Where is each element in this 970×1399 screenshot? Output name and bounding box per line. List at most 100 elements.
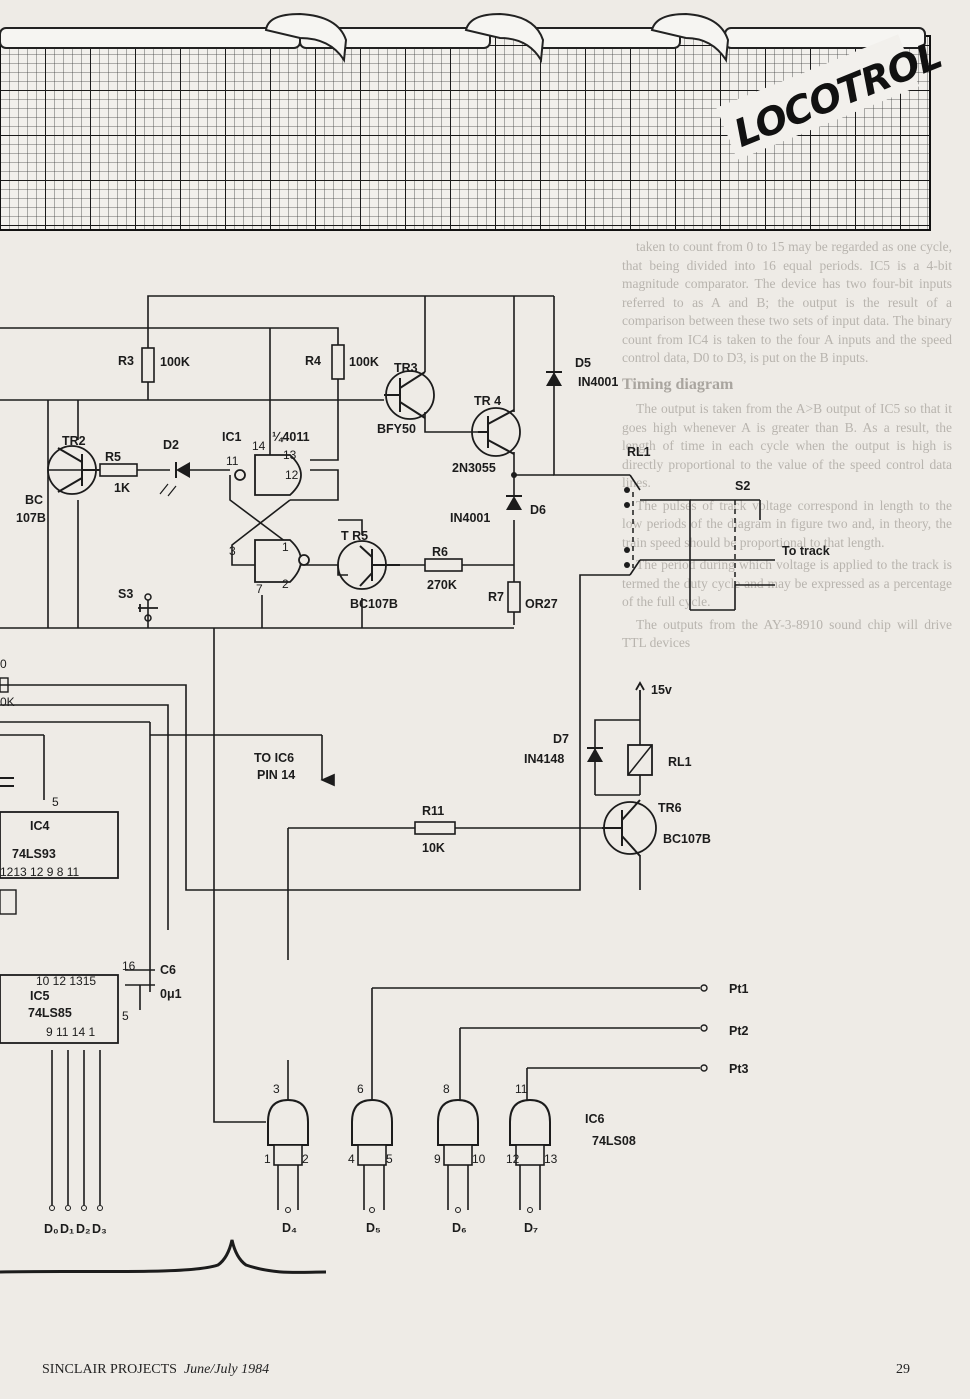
resistor-r7: R7 OR27 — [488, 581, 558, 613]
relay-contacts-rl1: RL1 — [624, 445, 651, 568]
svg-text:Pt2: Pt2 — [729, 1024, 749, 1038]
footer-issue: June/July 1984 — [183, 1362, 270, 1377]
gate-output-pin: 8 — [443, 1082, 450, 1096]
gate-output-pin: 11 — [515, 1082, 528, 1096]
gate-input-pin: 4 — [348, 1152, 355, 1166]
resistor-r4: R4 100K — [305, 344, 379, 380]
resistor-r6: R6 270K — [424, 545, 463, 592]
svg-text:T R5: T R5 — [341, 529, 368, 543]
diode-d5: D5 IN4001 — [546, 356, 618, 389]
transistor-tr4: TR 4 2N3055 — [452, 394, 521, 475]
transistor-tr3: TR3 BFY50 — [377, 361, 435, 436]
svg-text:0μ1: 0μ1 — [160, 987, 182, 1001]
capacitor-c6: C6 0μ1 — [160, 963, 182, 1001]
data-line-terminal — [81, 1205, 87, 1211]
svg-text:R7: R7 — [488, 590, 504, 604]
svg-text:PIN 14: PIN 14 — [257, 768, 295, 782]
svg-text:IN4001: IN4001 — [578, 375, 618, 389]
svg-text:D2: D2 — [163, 438, 179, 452]
svg-text:IN4001: IN4001 — [450, 511, 490, 525]
svg-text:0: 0 — [0, 657, 7, 671]
resistor-r3: R3 100K — [118, 347, 190, 383]
ic4-74ls93: 5 IC4 74LS93 1213 12 9 8 11 — [0, 795, 119, 879]
svg-text:15v: 15v — [651, 683, 672, 697]
svg-text:10K: 10K — [422, 841, 445, 855]
svg-text:D5: D5 — [575, 356, 591, 370]
transistor-tr6: TR6 BC107B — [602, 799, 711, 857]
svg-text:10 12 1315: 10 12 1315 — [36, 974, 96, 988]
ic5-74ls85: 10 12 1315 16 5 IC5 74LS85 9 11 14 1 — [0, 959, 136, 1044]
svg-text:S2: S2 — [735, 479, 750, 493]
and-gate-body — [267, 1098, 309, 1146]
svg-text:¼4011: ¼4011 — [272, 430, 310, 444]
diode-d7: D7 IN4148 — [524, 732, 603, 766]
svg-text:IC5: IC5 — [30, 989, 50, 1003]
svg-text:Pt1: Pt1 — [729, 982, 749, 996]
svg-text:13: 13 — [283, 448, 297, 462]
data-line-label: D₁ — [60, 1222, 74, 1236]
svg-text:107B: 107B — [16, 511, 46, 525]
diode-d6: D6 IN4001 — [450, 472, 546, 525]
article-heading: Timing diagram — [622, 375, 734, 393]
data-line-label: D₃ — [92, 1222, 107, 1236]
svg-text:TO IC6: TO IC6 — [254, 751, 294, 765]
svg-text:OR27: OR27 — [525, 597, 558, 611]
ic6-labels: IC6 74LS08 — [585, 1112, 636, 1148]
article-paragraph: taken to count from 0 to 15 may be regar… — [622, 239, 952, 365]
svg-text:Pt3: Pt3 — [729, 1062, 749, 1076]
gate-data-label: D₆ — [452, 1221, 467, 1235]
svg-text:74LS85: 74LS85 — [28, 1006, 72, 1020]
svg-text:BC107B: BC107B — [663, 832, 711, 846]
and-gate-body — [437, 1098, 479, 1146]
svg-text:R4: R4 — [305, 354, 321, 368]
svg-text:3: 3 — [229, 544, 236, 558]
and-gate-body — [509, 1098, 551, 1146]
svg-text:IN4148: IN4148 — [524, 752, 564, 766]
svg-text:BC: BC — [25, 493, 43, 507]
gate-output-pin: 3 — [273, 1082, 280, 1096]
to-ic6-note: TO IC6 PIN 14 — [254, 751, 295, 782]
led-d2: D2 — [159, 438, 190, 497]
svg-text:IC6: IC6 — [585, 1112, 605, 1126]
svg-text:R11: R11 — [422, 804, 444, 818]
svg-text:BC107B: BC107B — [350, 597, 398, 611]
gate-input-pin: 5 — [386, 1152, 393, 1166]
svg-text:R6: R6 — [432, 545, 448, 559]
svg-text:TR2: TR2 — [62, 434, 86, 448]
svg-text:0K: 0K — [0, 695, 15, 709]
svg-text:1K: 1K — [114, 481, 130, 495]
svg-text:R3: R3 — [118, 354, 134, 368]
switch-s2: S2 To track — [734, 479, 830, 585]
switch-s3: S3 — [118, 587, 158, 622]
svg-text:R5: R5 — [105, 450, 121, 464]
transistor-tr2: TR2 BC 107B — [16, 434, 100, 525]
svg-text:TR3: TR3 — [394, 361, 418, 375]
gate-input-pin: 2 — [302, 1152, 309, 1166]
svg-text:S3: S3 — [118, 587, 133, 601]
svg-text:RL1: RL1 — [668, 755, 692, 769]
svg-text:2: 2 — [282, 577, 289, 591]
svg-text:7: 7 — [256, 582, 263, 596]
svg-text:1: 1 — [282, 540, 289, 554]
gate-data-label: D₄ — [282, 1221, 297, 1235]
binder-rings — [0, 12, 926, 64]
page-number: 29 — [896, 1362, 910, 1377]
article-paragraph: The output is taken from the A>B output … — [622, 401, 952, 490]
svg-text:270K: 270K — [427, 578, 457, 592]
svg-text:16: 16 — [122, 959, 136, 973]
and-gate-body — [351, 1098, 393, 1146]
gate-input-pin: 10 — [472, 1152, 486, 1166]
resistor-r11: R11 10K — [414, 804, 456, 855]
transistor-tr5: T R5 BC107B — [337, 529, 400, 611]
svg-text:9 11 14 1: 9 11 14 1 — [46, 1025, 95, 1039]
resistor-r5: R5 1K — [99, 450, 138, 495]
gate-data-label: D₅ — [366, 1221, 381, 1235]
footer-publication: SINCLAIR PROJECTS June/July 1984 — [42, 1362, 270, 1377]
graph-paper-header: LOCOTROL — [0, 12, 947, 231]
data-line-label: D₀ — [44, 1222, 59, 1236]
svg-text:2N3055: 2N3055 — [452, 461, 496, 475]
